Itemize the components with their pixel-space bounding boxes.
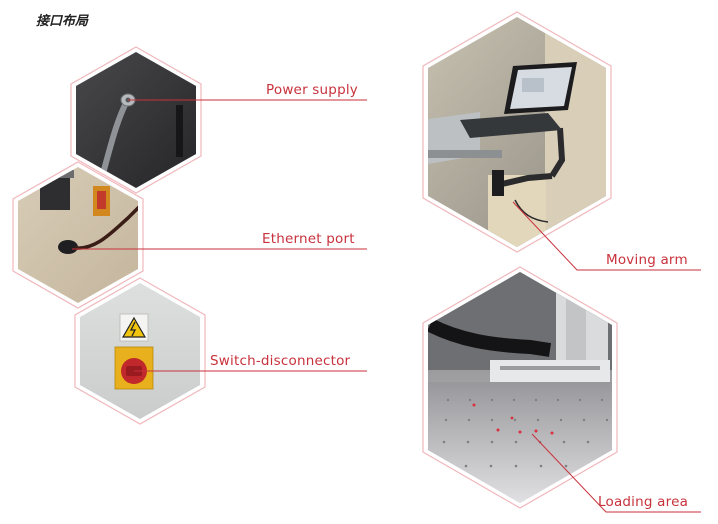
switch-disconnector-photo xyxy=(74,277,206,425)
callout-lines xyxy=(72,99,701,513)
moving-arm-leader xyxy=(512,201,701,271)
power-supply-label: Power supply xyxy=(266,82,358,98)
ethernet-port-label: Ethernet port xyxy=(262,231,355,247)
high-voltage-warning-icon xyxy=(119,313,149,342)
moving-arm-label: Moving arm xyxy=(606,252,688,268)
switch-disconnector-label: Switch-disconnector xyxy=(210,353,351,369)
power-supply-photo xyxy=(70,46,202,194)
ethernet-port-photo xyxy=(12,161,144,309)
loading-area-label: Loading area xyxy=(598,494,689,510)
moving-arm-photo xyxy=(422,11,612,253)
loading-area-photo xyxy=(422,266,618,509)
loading-area-leader xyxy=(531,433,701,513)
page-title: 接口布局 xyxy=(36,14,89,29)
